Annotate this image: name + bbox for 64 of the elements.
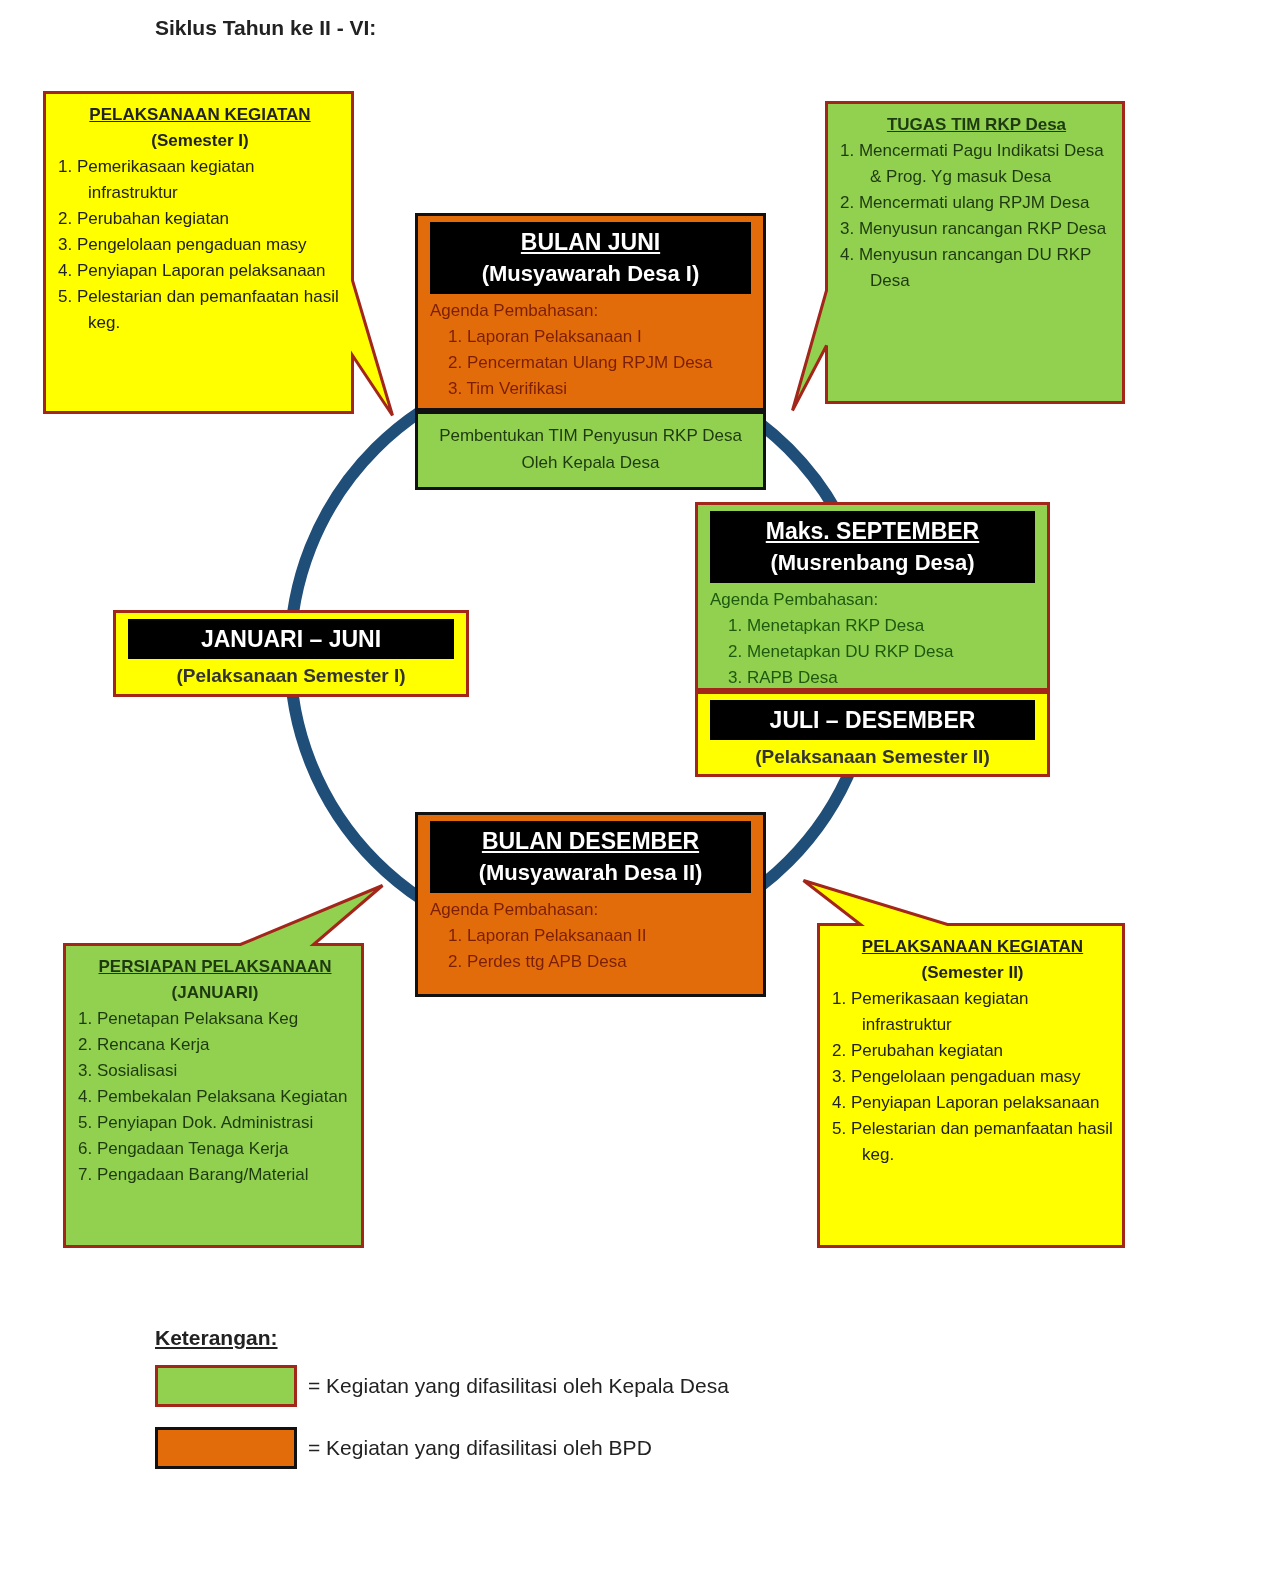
box-heading: BULAN DESEMBER: [480, 827, 701, 856]
schedule-box: [415, 213, 766, 411]
list-item: 4. Penyiapan Laporan pelaksanaan: [58, 260, 327, 282]
list-item: 1. Mencermati Pagu Indikatsi Desa & Prog. Yg masuk Desa: [840, 140, 1105, 188]
note-box: [415, 411, 766, 490]
callout-box: [62, 883, 384, 1248]
list-item: 2. Mencermati ulang RPJM Desa: [840, 192, 1091, 214]
callout-heading: TUGAS TIM RKP Desa: [885, 114, 1068, 136]
list-item: 3. Menyusun rancangan RKP Desa: [840, 218, 1108, 240]
box-subheading: (Musyawarah Desa I): [480, 260, 701, 288]
agenda-label: Agenda Pembahasan:: [710, 589, 880, 611]
agenda-item: 3. Tim Verifikasi: [447, 378, 569, 400]
agenda-item: 2. Menetapkan DU RKP Desa: [727, 641, 955, 663]
box-subheading: (Musrenbang Desa): [769, 549, 976, 577]
box-subheading: (Pelaksanaan Semester II): [754, 745, 991, 769]
callout-heading: PELAKSANAAN KEGIATAN: [860, 936, 1085, 958]
schedule-box: [695, 502, 1050, 691]
box-subheading: (Musyawarah Desa II): [477, 859, 704, 887]
schedule-box: [113, 610, 469, 697]
list-item: 5. Penyiapan Dok. Administrasi: [78, 1112, 315, 1134]
box-heading: JULI – DESEMBER: [768, 706, 977, 735]
callout-box: [790, 100, 1125, 412]
callout-heading: PELAKSANAAN KEGIATAN: [88, 104, 312, 126]
callout-heading: PERSIAPAN PELAKSANAAN: [97, 956, 333, 978]
box-heading: BULAN JUNI: [519, 228, 662, 257]
callout-subheading: (Semester II): [920, 962, 1025, 984]
legend-text: = Kegiatan yang difasilitasi oleh Kepala Desa: [308, 1374, 729, 1398]
box-heading: JANUARI – JUNI: [199, 625, 383, 654]
list-item: 1. Penetapan Pelaksana Keg: [78, 1008, 300, 1030]
list-item: 5. Pelestarian dan pemanfaatan hasil keg.: [832, 1118, 1113, 1166]
agenda-item: 1. Laporan Pelaksanaan II: [447, 925, 648, 947]
agenda-item: 1. Menetapkan RKP Desa: [727, 615, 926, 637]
callout-box: [42, 90, 394, 417]
list-item: 4. Penyiapan Laporan pelaksanaan: [832, 1092, 1101, 1114]
callout-subheading: (Semester I): [150, 130, 250, 152]
callout-subheading: (JANUARI): [170, 982, 260, 1004]
list-item: 4. Menyusun rancangan DU RKP Desa: [840, 244, 1093, 292]
list-item: 4. Pembekalan Pelaksana Kegiatan: [78, 1086, 349, 1108]
box-heading: Maks. SEPTEMBER: [764, 517, 981, 546]
legend-heading: Keterangan:: [155, 1326, 278, 1350]
list-item: 5. Pelestarian dan pemanfaatan hasil keg.: [58, 286, 340, 334]
list-item: 2. Perubahan kegiatan: [832, 1040, 1005, 1062]
list-item: 3. Pengelolaan pengaduan masy: [832, 1066, 1082, 1088]
list-item: 1. Pemerikasaan kegiatan infrastruktur: [832, 988, 1030, 1036]
agenda-item: 3. RAPB Desa: [727, 667, 839, 689]
box-subheading: (Pelaksanaan Semester I): [175, 664, 407, 688]
list-item: 7. Pengadaan Barang/Material: [78, 1164, 310, 1186]
agenda-item: 2. Pencermatan Ulang RPJM Desa: [447, 352, 714, 374]
diagram-title: Siklus Tahun ke II - VI:: [155, 16, 377, 40]
list-item: 3. Sosialisasi: [78, 1060, 179, 1082]
schedule-box: [415, 812, 766, 997]
note-text: Pembentukan TIM Penyusun RKP Desa Oleh Kepala Desa: [438, 425, 743, 474]
agenda-item: 2. Perdes ttg APB Desa: [447, 951, 628, 973]
agenda-item: 1. Laporan Pelaksanaan I: [447, 326, 643, 348]
list-item: 2. Rencana Kerja: [78, 1034, 211, 1056]
agenda-label: Agenda Pembahasan:: [430, 300, 600, 322]
callout-box: [801, 878, 1125, 1248]
list-item: 2. Perubahan kegiatan: [58, 208, 231, 230]
list-item: 3. Pengelolaan pengaduan masy: [58, 234, 308, 256]
list-item: 1. Pemerikasaan kegiatan infrastruktur: [58, 156, 256, 204]
legend-text: = Kegiatan yang difasilitasi oleh BPD: [308, 1436, 652, 1460]
list-item: 6. Pengadaan Tenaga Kerja: [78, 1138, 290, 1160]
schedule-box: [695, 691, 1050, 777]
agenda-label: Agenda Pembahasan:: [430, 899, 600, 921]
